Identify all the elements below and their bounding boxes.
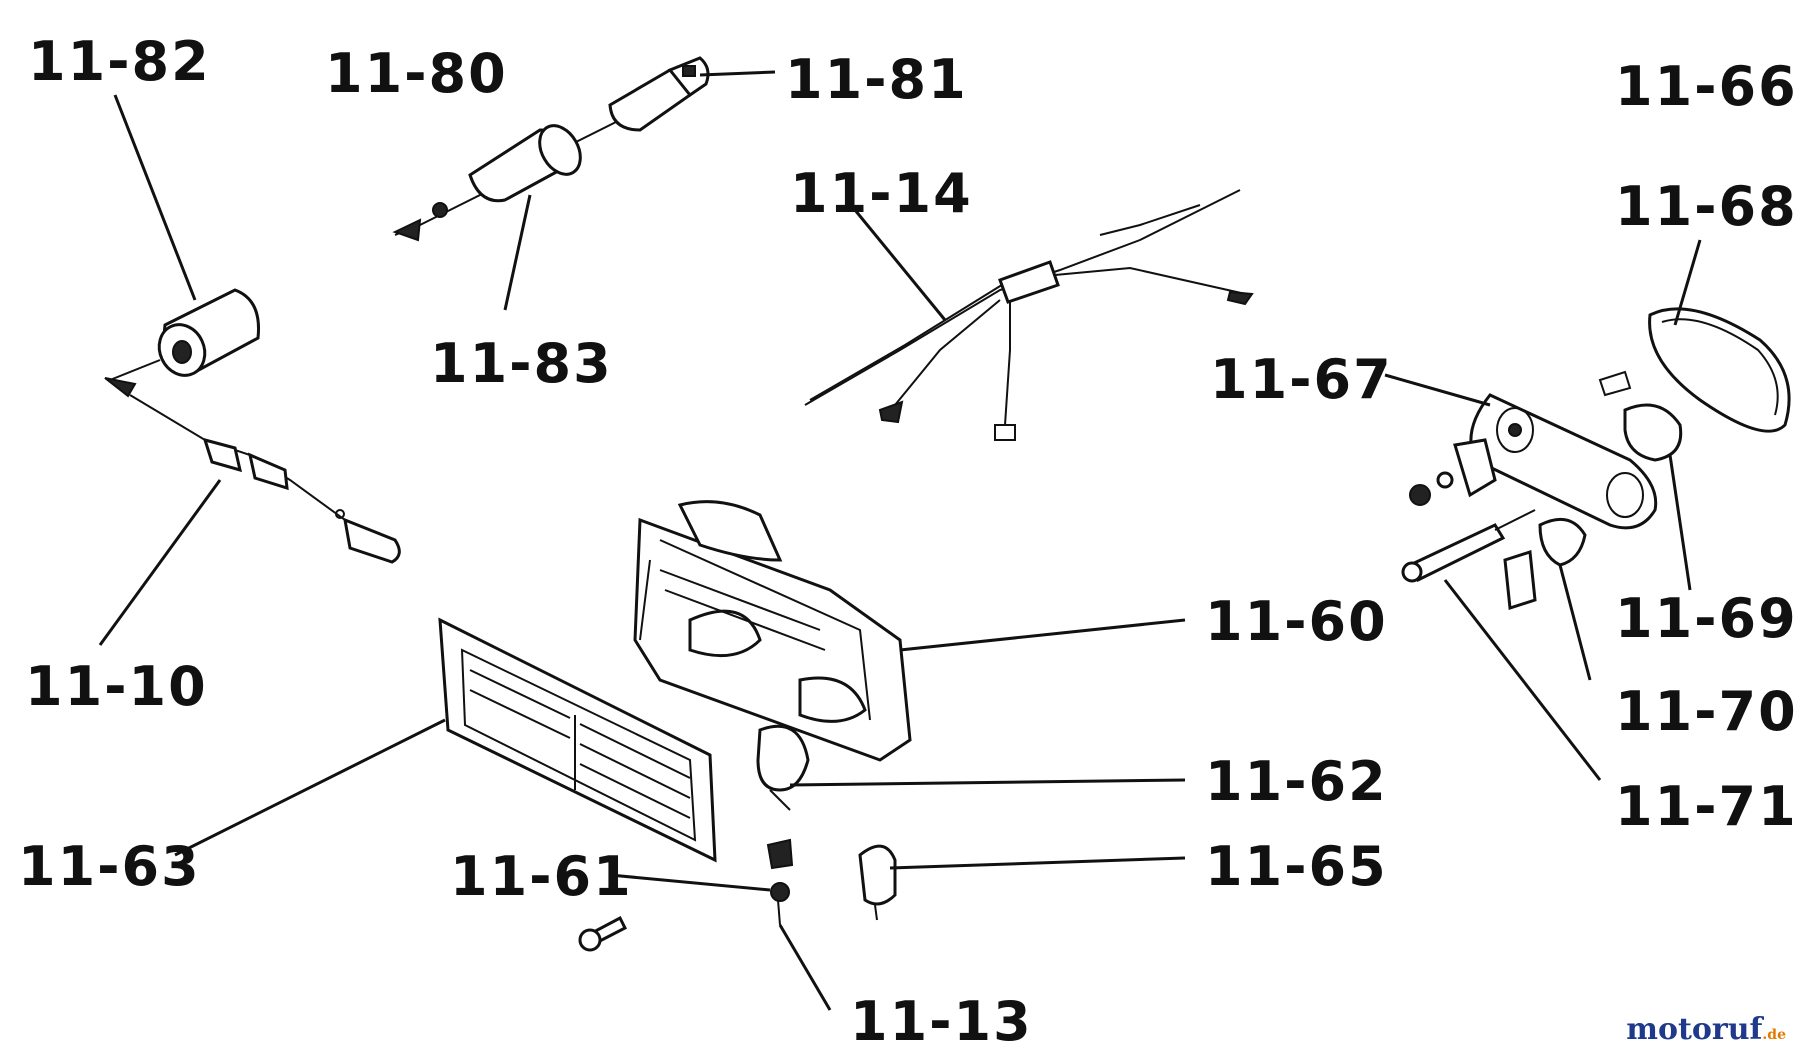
callout-11-62: 11-62	[1205, 750, 1388, 813]
callout-11-81: 11-81	[785, 48, 968, 111]
leader-11-68	[1673, 239, 1702, 326]
callout-11-80: 11-80	[325, 42, 508, 105]
callout-11-61: 11-61	[450, 845, 633, 908]
leader-11-62	[789, 778, 1186, 787]
part-11-70-socket	[1503, 517, 1587, 610]
part-11-60-housing	[633, 500, 912, 762]
part-11-67-base	[1469, 370, 1658, 530]
leader-11-71	[1443, 579, 1602, 781]
callout-labels: 11-82 11-80 11-81 11-66 11-14 11-68 11-8…	[18, 30, 1798, 1053]
watermark-main: motoruf	[1626, 1012, 1763, 1047]
callout-11-71: 11-71	[1615, 775, 1798, 838]
part-11-13-screw	[578, 915, 628, 952]
leader-11-65	[889, 856, 1186, 870]
callout-11-70: 11-70	[1615, 680, 1798, 743]
leader-11-70	[1558, 564, 1592, 681]
leader-11-67	[1384, 373, 1491, 407]
part-11-63-lens	[438, 617, 717, 863]
part-11-62-bulb	[756, 724, 810, 811]
callout-11-60: 11-60	[1205, 590, 1388, 653]
leader-11-60	[899, 618, 1186, 652]
callout-11-83: 11-83	[430, 332, 613, 395]
callout-11-67: 11-67	[1210, 348, 1393, 411]
callout-11-14: 11-14	[790, 162, 973, 225]
leader-11-83	[503, 194, 532, 311]
leader-lines	[98, 70, 1702, 1011]
callout-11-82: 11-82	[28, 30, 211, 93]
leader-11-82	[113, 94, 197, 301]
part-11-82-connector	[157, 288, 261, 377]
leader-11-10	[98, 479, 222, 646]
watermark: motoruf.de	[1626, 1012, 1786, 1047]
callout-11-68: 11-68	[1615, 175, 1798, 238]
leader-11-81	[699, 70, 776, 77]
part-11-80-lighter	[392, 56, 710, 242]
part-11-61-socket	[766, 838, 794, 926]
leader-11-69	[1668, 454, 1692, 591]
callout-11-66: 11-66	[1615, 55, 1798, 118]
part-11-65-bulb	[858, 844, 897, 921]
part-11-69-bulb	[1623, 403, 1683, 462]
callout-11-65: 11-65	[1205, 835, 1388, 898]
part-11-10-cable	[104, 359, 401, 564]
callout-11-10: 11-10	[25, 655, 208, 718]
leader-11-63	[174, 718, 446, 857]
part-11-68-lens	[1648, 307, 1791, 433]
part-11-71-bolt	[1401, 509, 1536, 583]
leader-11-61	[609, 873, 771, 892]
callout-11-69: 11-69	[1615, 587, 1798, 650]
leader-11-14	[853, 209, 947, 321]
part-tail-light-bracket	[1409, 438, 1497, 506]
leader-11-13	[778, 924, 832, 1011]
callout-11-13: 11-13	[850, 990, 1033, 1053]
watermark-tld: .de	[1762, 1027, 1786, 1043]
part-11-14-harness	[804, 189, 1254, 441]
callout-11-63: 11-63	[18, 835, 201, 898]
